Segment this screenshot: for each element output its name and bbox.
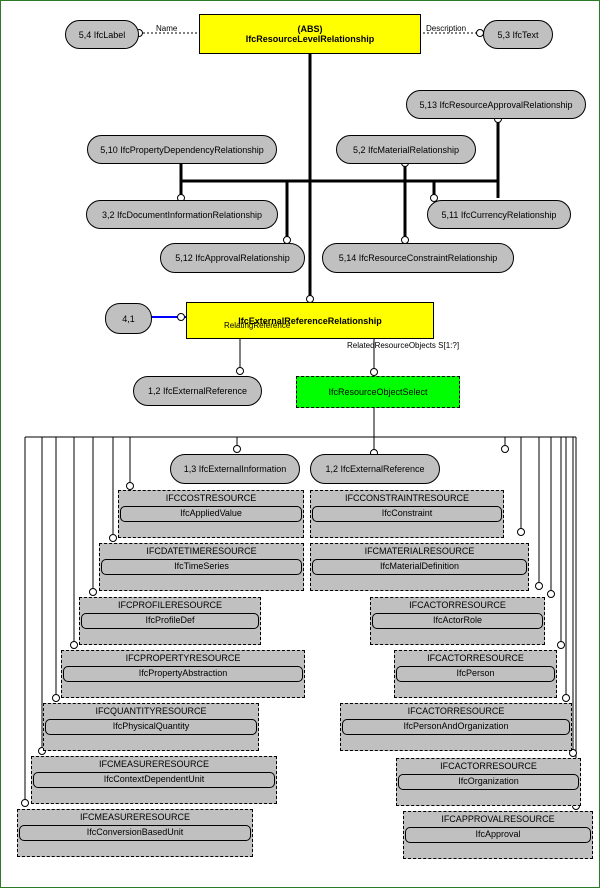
group-title: IFCAPPROVALRESOURCE <box>441 814 555 824</box>
ref-property-dependency-relationship[interactable]: 5,10 IfcPropertyDependencyRelationship <box>87 135 277 164</box>
ref-material-relationship[interactable]: 5,2 IfcMaterialRelationship <box>336 135 476 164</box>
group-item-physical-quantity[interactable]: IfcPhysicalQuantity <box>45 719 257 735</box>
group-cost-resource[interactable]: IFCCOSTRESOURCE IfcAppliedValue <box>118 490 304 538</box>
root-abstract-label: (ABS) <box>297 24 323 34</box>
group-title: IFCPROFILERESOURCE <box>117 600 222 610</box>
group-actor-resource-person-org[interactable]: IFCACTORRESOURCE IfcPersonAndOrganizatio… <box>340 703 572 751</box>
ref-resource-constraint-relationship[interactable]: 5,14 IfcResourceConstraintRelationship <box>322 243 514 273</box>
group-item-constraint[interactable]: IfcConstraint <box>312 506 502 522</box>
group-item-applied-value[interactable]: IfcAppliedValue <box>120 506 302 522</box>
ref-external-reference-2[interactable]: 1,2 IfcExternalReference <box>310 454 440 484</box>
attr-description-label: Description <box>426 24 467 33</box>
group-item-profile-def[interactable]: IfcProfileDef <box>81 613 259 629</box>
group-title: IFCQUANTITYRESOURCE <box>95 706 207 716</box>
group-item-conversion-based-unit[interactable]: IfcConversionBasedUnit <box>19 825 251 841</box>
group-item-actor-role[interactable]: IfcActorRole <box>372 613 543 629</box>
group-item-person[interactable]: IfcPerson <box>396 666 555 682</box>
group-profile-resource[interactable]: IFCPROFILERESOURCE IfcProfileDef <box>79 597 261 645</box>
group-item-time-series[interactable]: IfcTimeSeries <box>101 559 302 575</box>
ext-ref-relationship-name: IfcExternalReferenceRelationship <box>238 315 382 326</box>
group-measure-resource-conversion[interactable]: IFCMEASURERESOURCE IfcConversionBasedUni… <box>17 809 253 857</box>
group-item-material-definition[interactable]: IfcMaterialDefinition <box>312 559 527 575</box>
group-title: IFCMEASURERESOURCE <box>79 812 190 822</box>
group-title: IFCPROPERTYRESOURCE <box>125 653 241 663</box>
page-ref-4-1[interactable]: 4,1 <box>105 303 152 334</box>
group-material-resource[interactable]: IFCMATERIALRESOURCE IfcMaterialDefinitio… <box>310 543 529 591</box>
group-item-approval[interactable]: IfcApproval <box>405 827 591 843</box>
ref-external-information[interactable]: 1,3 IfcExternalInformation <box>170 454 300 484</box>
group-quantity-resource[interactable]: IFCQUANTITYRESOURCE IfcPhysicalQuantity <box>43 703 259 751</box>
relating-reference-label: RelatingReference <box>224 321 291 330</box>
group-item-context-dependent-unit[interactable]: IfcContextDependentUnit <box>33 772 275 788</box>
group-title: IFCMATERIALRESOURCE <box>364 546 475 556</box>
group-actor-resource-person[interactable]: IFCACTORRESOURCE IfcPerson <box>394 650 557 698</box>
group-measure-resource-context[interactable]: IFCMEASURERESOURCE IfcContextDependentUn… <box>31 756 277 804</box>
related-objects-label: RelatedResourceObjects S[1:?] <box>347 341 460 350</box>
group-actor-resource-organization[interactable]: IFCACTORRESOURCE IfcOrganization <box>396 758 581 806</box>
ref-document-information-relationship[interactable]: 3,2 IfcDocumentInformationRelationship <box>86 200 278 229</box>
ext-ref-relationship-box[interactable]: IfcExternalReferenceRelationship <box>186 302 434 339</box>
ref-currency-relationship[interactable]: 5,11 IfcCurrencyRelationship <box>427 200 571 229</box>
group-approval-resource[interactable]: IFCAPPROVALRESOURCE IfcApproval <box>403 811 593 859</box>
ref-approval-relationship[interactable]: 5,12 IfcApprovalRelationship <box>160 243 305 273</box>
group-property-resource[interactable]: IFCPROPERTYRESOURCE IfcPropertyAbstracti… <box>61 650 305 698</box>
group-item-property-abstraction[interactable]: IfcPropertyAbstraction <box>63 666 303 682</box>
attr-name-label: Name <box>156 24 178 33</box>
group-title: IFCACTORRESOURCE <box>407 706 505 716</box>
group-constraint-resource[interactable]: IFCCONSTRAINTRESOURCE IfcConstraint <box>310 490 504 538</box>
ref-resource-approval-relationship[interactable]: 5,13 IfcResourceApprovalRelationship <box>406 90 586 119</box>
group-title: IFCACTORRESOURCE <box>427 653 524 663</box>
ref-ifclabel[interactable]: 5,4 IfcLabel <box>65 20 139 49</box>
group-title: IFCMEASURERESOURCE <box>98 759 209 769</box>
ref-ifctext[interactable]: 5,3 IfcText <box>483 20 553 49</box>
group-title: IFCDATETIMERESOURCE <box>146 546 257 556</box>
root-entity-name: IfcResourceLevelRelationship <box>245 34 375 44</box>
group-item-organization[interactable]: IfcOrganization <box>398 774 579 790</box>
resource-object-select-box[interactable]: IfcResourceObjectSelect <box>296 376 460 408</box>
group-title: IFCCOSTRESOURCE <box>165 493 257 503</box>
ref-external-reference-1[interactable]: 1,2 IfcExternalReference <box>133 376 262 406</box>
group-actor-resource-role[interactable]: IFCACTORRESOURCE IfcActorRole <box>370 597 545 645</box>
group-title: IFCACTORRESOURCE <box>440 761 537 771</box>
group-item-person-and-organization[interactable]: IfcPersonAndOrganization <box>342 719 570 735</box>
root-entity-box[interactable]: (ABS) IfcResourceLevelRelationship <box>199 14 421 54</box>
group-datetime-resource[interactable]: IFCDATETIMERESOURCE IfcTimeSeries <box>99 543 304 591</box>
group-title: IFCACTORRESOURCE <box>409 600 506 610</box>
group-title: IFCCONSTRAINTRESOURCE <box>344 493 469 503</box>
